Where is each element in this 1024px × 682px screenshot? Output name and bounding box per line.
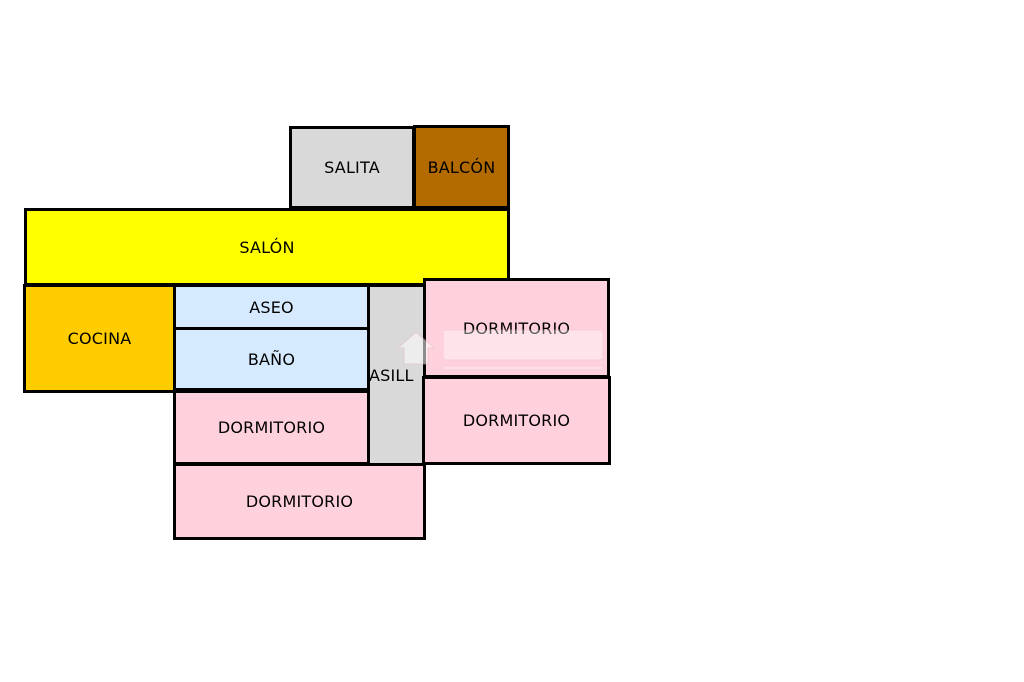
room-label-dormitorio: DORMITORIO <box>462 411 571 430</box>
room-label-dormitorio: DORMITORIO <box>245 492 354 511</box>
room-dormitorio-center: DORMITORIO <box>173 390 370 465</box>
room-bano: BAÑO <box>173 327 370 391</box>
room-label-cocina: COCINA <box>67 329 132 348</box>
room-salon: SALÓN <box>24 208 510 286</box>
room-balcon: BALCÓN <box>413 125 510 209</box>
room-dormitorio-east: DORMITORIO <box>422 376 611 465</box>
room-label-aseo: ASEO <box>249 297 294 317</box>
room-label-salita: SALITA <box>324 158 380 177</box>
room-label-salon: SALÓN <box>239 237 295 257</box>
room-label-dormitorio: DORMITORIO <box>217 418 326 437</box>
room-dormitorio-south: DORMITORIO <box>173 463 426 540</box>
room-dormitorio-northeast: DORMITORIO <box>423 278 610 378</box>
room-aseo: ASEO <box>173 284 370 330</box>
room-label-dormitorio: DORMITORIO <box>462 318 571 338</box>
room-label-bano: BAÑO <box>247 349 296 369</box>
room-pasillo: ASILL <box>367 284 426 466</box>
room-salita: SALITA <box>289 126 415 209</box>
room-label-balcon: BALCÓN <box>427 157 496 177</box>
room-cocina: COCINA <box>23 284 176 393</box>
room-label-pasillo: ASILL <box>369 365 414 385</box>
